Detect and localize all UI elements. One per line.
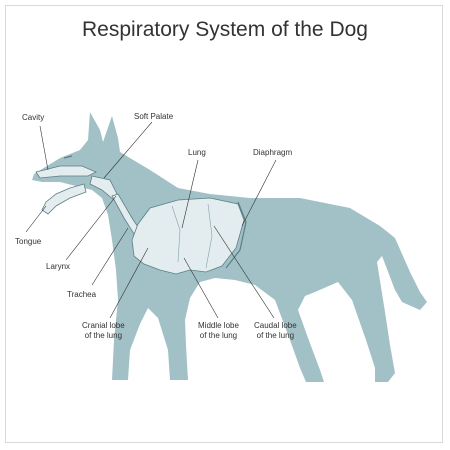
leader-larynx <box>65 195 117 261</box>
leader-tongue <box>25 205 47 233</box>
label-cranial-lobe: Cranial lobe of the lung <box>82 321 125 341</box>
diagram-title: Respiratory System of the Dog <box>82 18 368 41</box>
label-lung: Lung <box>188 148 206 157</box>
leader-middle-lobe <box>183 257 219 319</box>
leader-trachea <box>91 227 129 286</box>
leader-diaphragm <box>241 159 277 227</box>
label-middle-lobe-line2: of the lung <box>199 331 238 340</box>
nasal-cavity <box>35 165 97 179</box>
leader-cavity <box>39 125 49 171</box>
label-larynx: Larynx <box>46 262 71 271</box>
lobe-divider-2 <box>205 203 213 269</box>
label-caudal-lobe-line2: of the lung <box>256 331 295 340</box>
lobe-divider-1 <box>171 205 181 263</box>
label-middle-lobe-line1: Middle lobe <box>198 321 239 330</box>
label-trachea: Trachea <box>67 290 97 299</box>
label-cranial-lobe-line1: Cranial lobe <box>82 321 125 330</box>
leader-lung <box>181 159 199 229</box>
image-frame <box>5 5 443 443</box>
diaphragm-shape <box>225 201 247 269</box>
label-caudal-lobe-line1: Caudal lobe <box>254 321 297 330</box>
label-middle-lobe: Middle lobe of the lung <box>198 321 239 341</box>
leader-soft-palate <box>103 121 153 179</box>
leader-caudal-lobe <box>213 225 275 319</box>
lungs-shape <box>131 197 245 275</box>
tongue-shape <box>41 183 87 215</box>
label-cranial-lobe-line2: of the lung <box>84 331 123 340</box>
leader-cranial-lobe <box>109 247 149 319</box>
label-cavity: Cavity <box>22 113 45 122</box>
label-soft-palate: Soft Palate <box>134 112 174 121</box>
eye-mark <box>63 155 73 159</box>
label-caudal-lobe: Caudal lobe of the lung <box>254 321 297 341</box>
label-tongue: Tongue <box>15 237 42 246</box>
label-diaphragm: Diaphragm <box>253 148 293 157</box>
